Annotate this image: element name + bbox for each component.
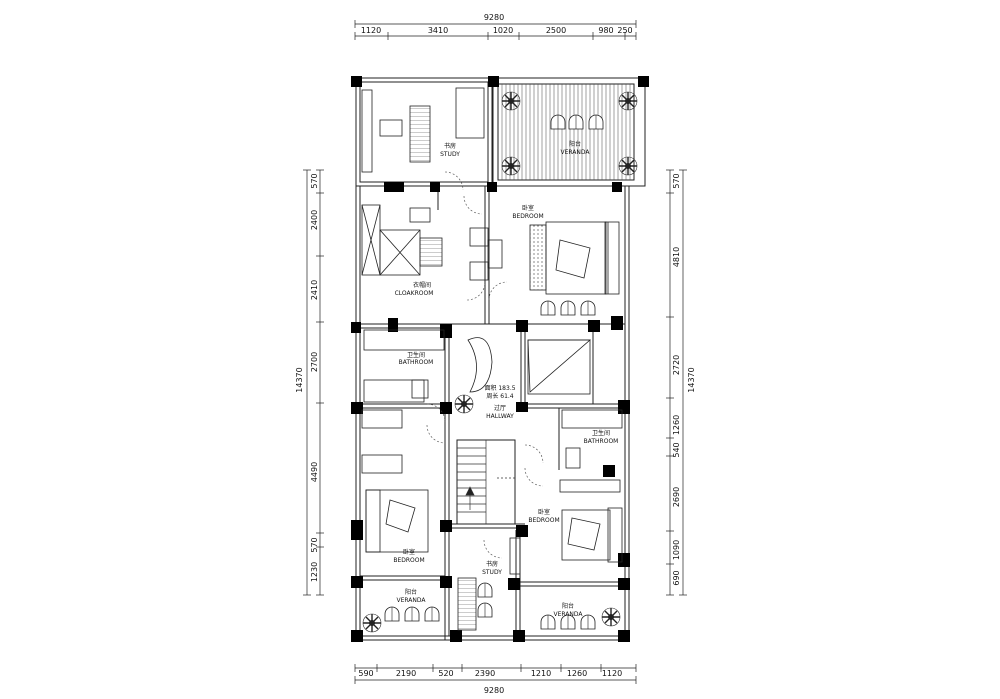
left-segment: 2410 <box>310 280 319 300</box>
furniture <box>361 87 623 631</box>
left-segment: 4490 <box>310 462 319 482</box>
bottom-segment: 520 <box>438 669 453 678</box>
room-label-cloakroom-cn: 衣帽间 <box>413 281 431 289</box>
room-label-bathroom-left-cn: 卫生间 <box>407 351 425 359</box>
bottom-segment: 2390 <box>475 669 495 678</box>
room-label-hallway-cn: 过厅 <box>494 404 506 412</box>
veranda-decking <box>501 84 631 180</box>
room-label-veranda-bottom-right-cn: 阳台 <box>562 602 574 610</box>
left-total-dimension: 14370 <box>295 367 304 392</box>
bottom-segment: 2190 <box>396 669 416 678</box>
room-label-veranda-top-cn: 阳台 <box>569 140 581 148</box>
bottom-segment: 1260 <box>567 669 587 678</box>
right-segment: 570 <box>672 173 681 188</box>
right-segment: 1090 <box>672 540 681 560</box>
left-segment: 2700 <box>310 352 319 372</box>
bottom-segment: 1120 <box>602 669 622 678</box>
room-label-study-top-cn: 书房 <box>444 142 456 150</box>
staircase <box>457 440 515 524</box>
room-label-veranda-bottom-right-en: VERANDA <box>553 611 583 618</box>
dimension-lines <box>303 20 687 684</box>
room-label-hallway-area: 面积 183.5 <box>484 384 515 392</box>
room-label-veranda-bottom-left-cn: 阳台 <box>405 588 417 596</box>
top-total-dimension: 9280 <box>484 13 504 22</box>
right-segment: 690 <box>672 570 681 585</box>
right-segment: 4810 <box>672 247 681 267</box>
room-label-veranda-top-en: VERANDA <box>560 149 590 156</box>
top-segment: 1020 <box>493 26 513 35</box>
bottom-segment: 590 <box>358 669 373 678</box>
top-segment: 1120 <box>361 26 381 35</box>
top-segment: 250 <box>617 26 632 35</box>
top-segment: 980 <box>598 26 613 35</box>
right-segment: 2690 <box>672 487 681 507</box>
room-label-bedroom-left-en: BEDROOM <box>393 557 424 564</box>
room-label-bedroom-left-cn: 卧室 <box>403 548 415 556</box>
door-swings <box>426 171 544 559</box>
room-label-bathroom-left-en: BATHROOM <box>399 359 434 366</box>
room-label-bedroom-master-cn: 卧室 <box>522 204 534 212</box>
room-label-study-bottom-cn: 书房 <box>486 560 498 568</box>
left-segment: 2400 <box>310 210 319 230</box>
room-label-cloakroom-en: CLOAKROOM <box>395 290 434 297</box>
right-segment: 540 <box>672 442 681 457</box>
right-total-dimension: 14370 <box>687 367 696 392</box>
right-segment: 2720 <box>672 355 681 375</box>
bottom-segment: 1210 <box>531 669 551 678</box>
room-label-veranda-bottom-left-en: VERANDA <box>396 597 426 604</box>
room-label-bathroom-right-cn: 卫生间 <box>592 429 610 437</box>
bottom-total-dimension: 9280 <box>484 686 504 695</box>
room-label-bedroom-master-en: BEDROOM <box>512 213 543 220</box>
right-segment: 1260 <box>672 415 681 435</box>
top-segment: 2500 <box>546 26 566 35</box>
left-segment: 570 <box>310 173 319 188</box>
structural-columns <box>351 76 649 642</box>
room-label-bathroom-right-en: BATHROOM <box>584 438 619 445</box>
left-segment: 570 <box>310 537 319 552</box>
room-label-hallway-en: HALLWAY <box>486 413 514 420</box>
room-label-hallway-perimeter: 周长 61.4 <box>486 392 513 400</box>
left-segment: 1230 <box>310 562 319 582</box>
room-label-bedroom-right-cn: 卧室 <box>538 508 550 516</box>
top-segment: 3410 <box>428 26 448 35</box>
room-label-study-bottom-en: STUDY <box>482 569 502 576</box>
room-label-bedroom-right-en: BEDROOM <box>528 517 559 524</box>
room-label-study-top-en: STUDY <box>440 151 460 158</box>
